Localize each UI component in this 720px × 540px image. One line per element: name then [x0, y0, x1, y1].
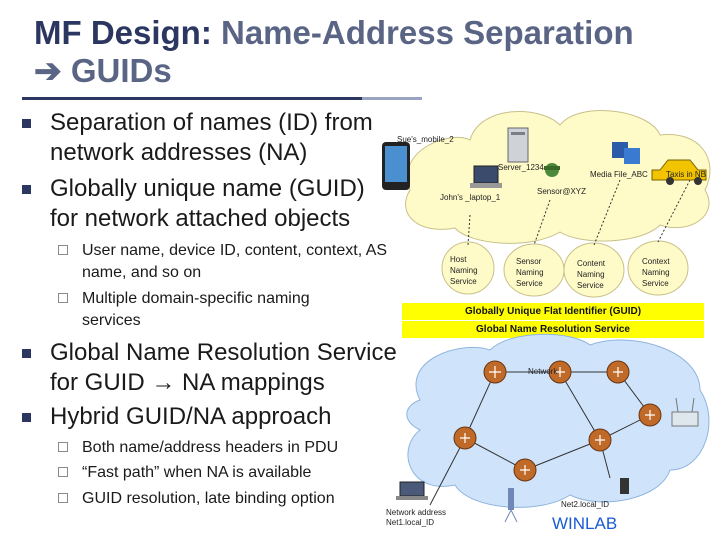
laptop-icon [470, 165, 502, 188]
network-address-label: Network address [386, 508, 447, 517]
subbullet-b1-text: Both name/address headers in PDU [82, 439, 339, 456]
square-bullet-icon [22, 185, 31, 194]
cell-tower-icon [504, 488, 518, 523]
hollow-square-bullet-icon [58, 293, 68, 303]
content-naming-service: Content Naming Service [577, 259, 606, 290]
square-bullet-icon [22, 413, 31, 422]
server-label: Server_1234 [498, 163, 544, 172]
media-file-label: Media File_ABC [590, 170, 648, 179]
square-bullet-icon [22, 119, 31, 128]
sensor-label: Sensor@XYZ [537, 187, 587, 196]
bullet-1-text: Separation of names (ID) from network ad… [50, 109, 373, 166]
net1-label: Net1.local_ID [386, 518, 435, 527]
winlab-logo: WINLAB [552, 514, 618, 533]
gnrs-band-bg [402, 321, 704, 338]
subbullet-b2-text: “Fast path” when NA is available [82, 464, 312, 481]
hollow-square-bullet-icon [58, 245, 68, 255]
title-part-1: MF Design: [34, 14, 212, 51]
context-naming-service: Context Naming Service [642, 257, 670, 288]
hollow-square-bullet-icon [58, 467, 68, 477]
subbullet-b3-text: GUID resolution, late binding option [82, 490, 335, 507]
bullet-4-text: Hybrid GUID/NA approach [50, 403, 332, 430]
bullet-2-text: Globally unique name (GUID) for network … [50, 175, 365, 232]
taxis-label: Taxis in NB [666, 170, 707, 179]
hollow-square-bullet-icon [58, 442, 68, 452]
net2-label: Net2.local_ID [561, 500, 610, 509]
phone-icon [382, 142, 410, 190]
content-cloud [563, 242, 625, 298]
network-label: Network [528, 367, 558, 376]
object-cloud [405, 110, 711, 244]
host-cloud [441, 241, 495, 295]
bullet-3-text: Global Name Resolution Service for GUID … [50, 339, 397, 396]
title-line-2: GUIDs [70, 52, 172, 89]
wireless-ap-icon [671, 397, 699, 427]
arrow-icon: ➔ [34, 52, 62, 89]
title-part-2: Name-Address Separation [221, 14, 634, 51]
media-file-icon [612, 142, 640, 164]
host-naming-service: Host Naming Service [450, 255, 478, 286]
guid-band: Globally Unique Flat Identifier (GUID) [464, 306, 642, 317]
square-bullet-icon [22, 349, 31, 358]
network-cloud [406, 333, 710, 508]
slide-title: MF Design: Name-Address Separation ➔ GUI… [34, 14, 714, 90]
johns-laptop-label: John's _laptop_1 [440, 193, 501, 202]
sues-mobile-label: Sue's_mobile_2 [397, 135, 454, 144]
taxi-icon [651, 159, 707, 185]
subbullet-a2-text: Multiple domain-specific naming services [82, 290, 310, 329]
hollow-square-bullet-icon [58, 493, 68, 503]
sensor-naming-service: Sensor Naming Service [516, 257, 544, 288]
title-underline [22, 97, 362, 100]
subbullet-a1-text: User name, device ID, content, context, … [82, 242, 388, 281]
mobile-icon-bottom [620, 478, 629, 494]
title-underline-fade [362, 97, 422, 100]
gnrs-band: Global Name Resolution Service [476, 324, 630, 335]
server-icon [507, 127, 529, 163]
guid-band-bg [402, 303, 704, 320]
laptop-icon-bottom [396, 481, 428, 500]
sensor-icon [544, 163, 560, 177]
